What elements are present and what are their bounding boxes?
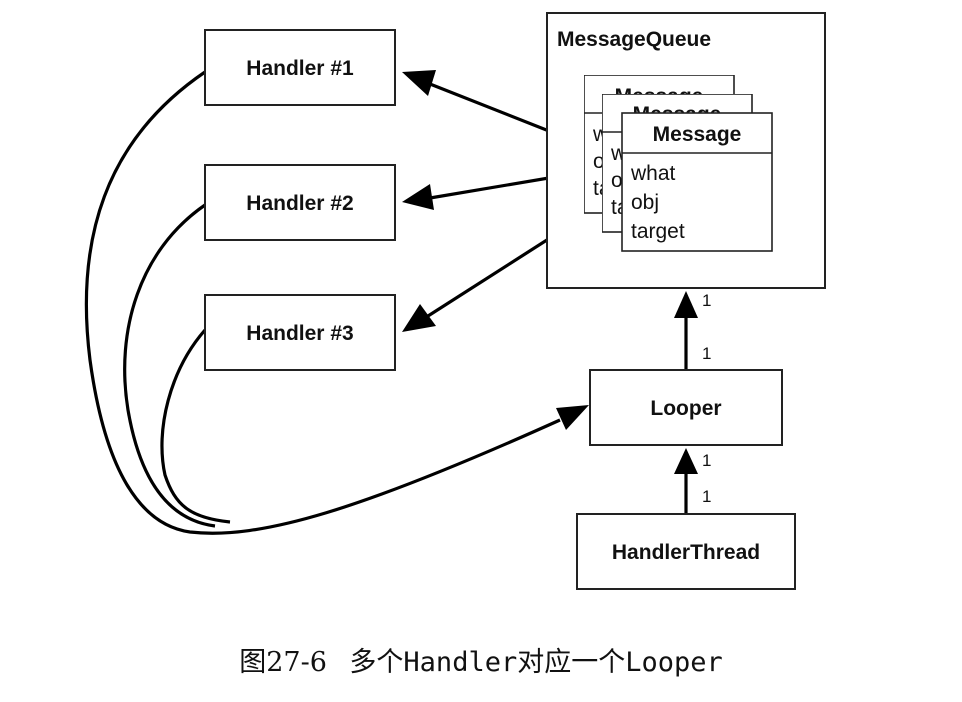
- message-title: Message: [653, 123, 742, 146]
- looper-thread-multiplicity-top: 1: [702, 451, 711, 470]
- handler-thread-box: [576, 513, 796, 590]
- handler-3-box: [204, 294, 396, 371]
- looper-box: [589, 369, 783, 446]
- figure-caption: 图27-6 多个Handler对应一个Looper: [0, 640, 962, 679]
- message-field-obj: obj: [631, 191, 659, 214]
- looper-label: Looper: [650, 397, 721, 420]
- handler-2-label: Handler #2: [246, 192, 353, 215]
- looper-arrowhead: [556, 405, 589, 430]
- handler-2-arrowhead: [402, 184, 434, 210]
- handler-1-label: Handler #1: [246, 57, 354, 80]
- handler-1-to-looper-curve: [84, 70, 561, 535]
- message-field-target: target: [631, 220, 685, 243]
- queue-looper-multiplicity-bottom: 1: [702, 344, 711, 363]
- handler-thread-label: HandlerThread: [612, 541, 760, 564]
- caption-label: 图27-6: [239, 647, 327, 678]
- message-card-front: Message what obj target: [621, 112, 773, 252]
- caption-text: 多个Handler对应一个Looper: [349, 647, 723, 678]
- handler-2-to-looper-curve: [123, 203, 216, 528]
- handler-2-box: [204, 164, 396, 241]
- queue-looper-multiplicity-top: 1: [702, 291, 711, 310]
- handler-3-to-looper-curve: [160, 328, 231, 524]
- handler-1-arrowhead: [402, 70, 436, 96]
- handler-3-label: Handler #3: [246, 322, 353, 345]
- looper-thread-multiplicity-bottom: 1: [702, 487, 711, 506]
- handler-3-arrowhead: [402, 304, 436, 332]
- queue-arrowhead: [674, 291, 698, 318]
- handler-1-box: [204, 29, 396, 106]
- message-field-what: what: [630, 162, 676, 185]
- looper-thread-arrowhead: [674, 448, 698, 474]
- message-queue-label: MessageQueue: [557, 28, 711, 51]
